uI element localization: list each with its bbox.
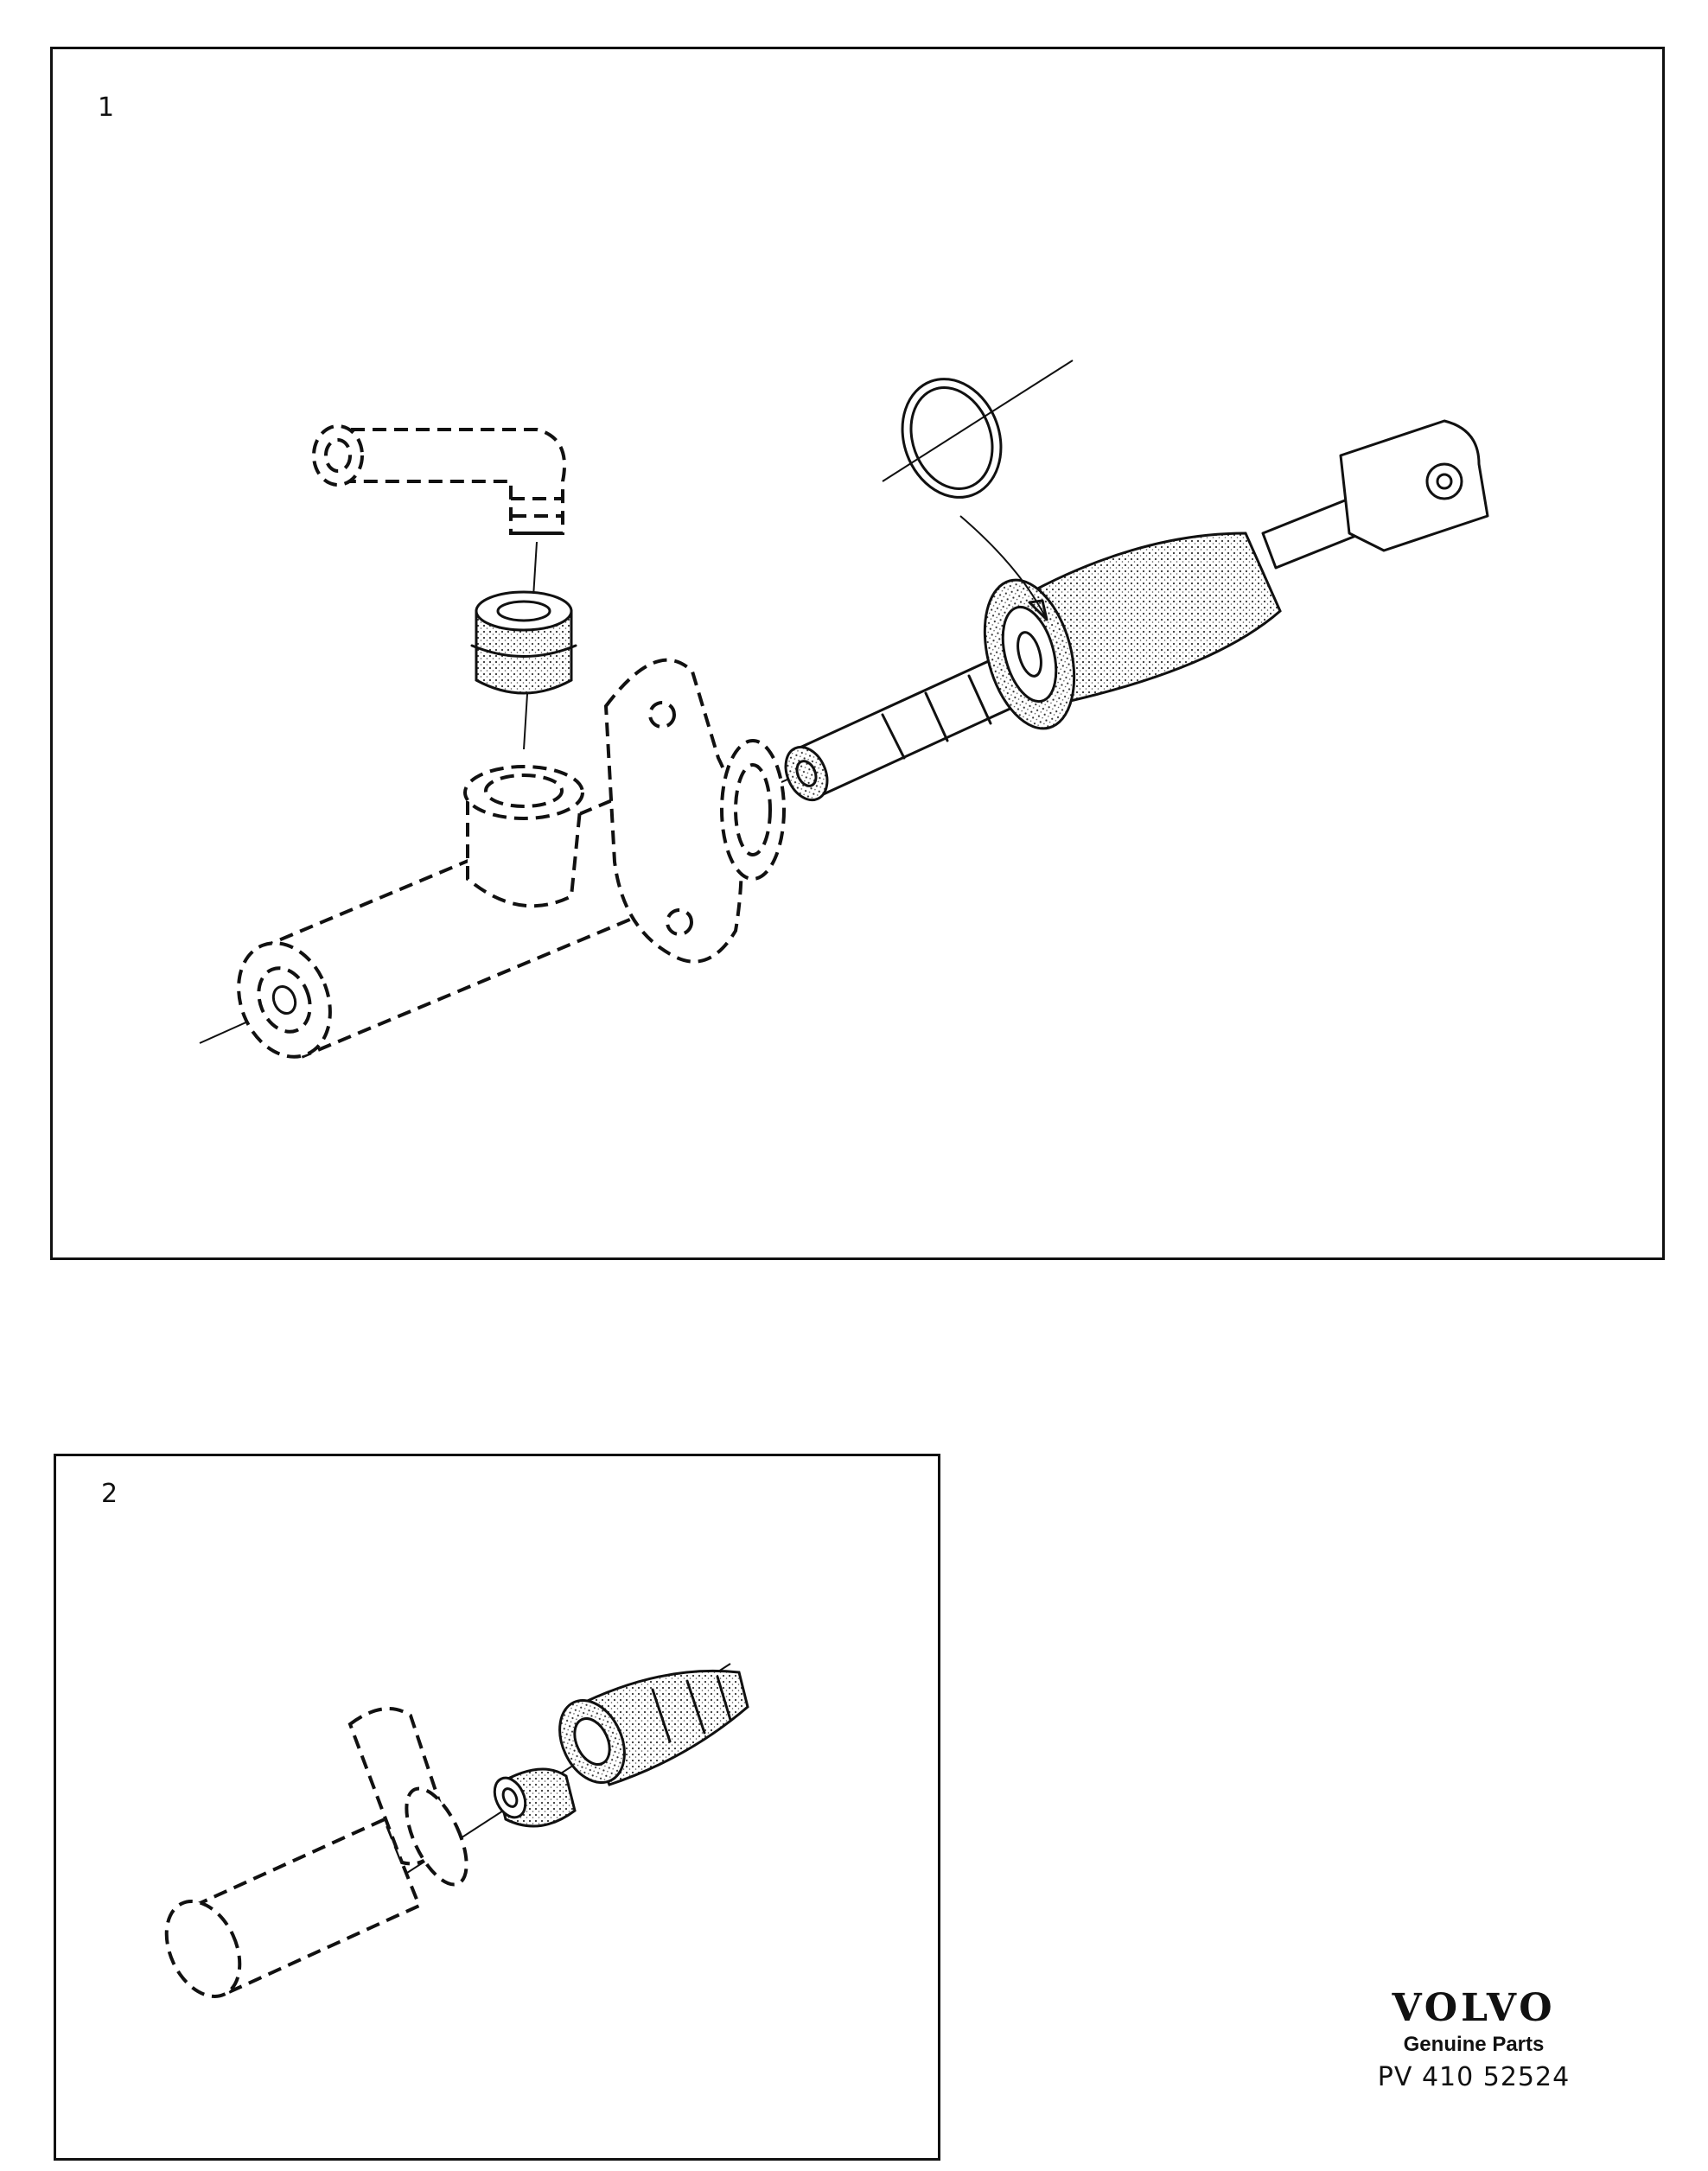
master-cylinder-exploded-view xyxy=(199,360,1489,1059)
inlet-boss xyxy=(463,765,584,908)
leader-arrow xyxy=(959,515,1048,621)
diagram-panel-2: 2 xyxy=(54,1454,940,2161)
brand-subtitle: Genuine Parts xyxy=(1403,2033,1545,2056)
slave-cylinder-exploded-view xyxy=(164,1663,749,1998)
mounting-flange xyxy=(603,658,786,964)
dust-boot xyxy=(983,532,1282,730)
panel-number: 1 xyxy=(98,92,115,123)
slave-dust-boot xyxy=(558,1669,749,1786)
diagram-panel-1: 1 xyxy=(50,47,1665,1260)
piston-assembly xyxy=(784,653,1027,802)
part-code: PV 410 52524 xyxy=(1377,2062,1571,2092)
circlip-ring xyxy=(882,360,1074,499)
volvo-brand-block: VOLVO Genuine Parts PV 410 52524 xyxy=(1357,1986,1590,2093)
inlet-elbow-pipe xyxy=(312,424,566,535)
volvo-logo: VOLVO xyxy=(1392,1986,1556,2030)
panel-number: 2 xyxy=(101,1479,118,1509)
slave-cylinder-body xyxy=(164,1707,468,1998)
push-rod-clevis xyxy=(1261,419,1489,570)
piston-seal xyxy=(493,1767,577,1828)
rubber-grommet xyxy=(470,590,577,695)
